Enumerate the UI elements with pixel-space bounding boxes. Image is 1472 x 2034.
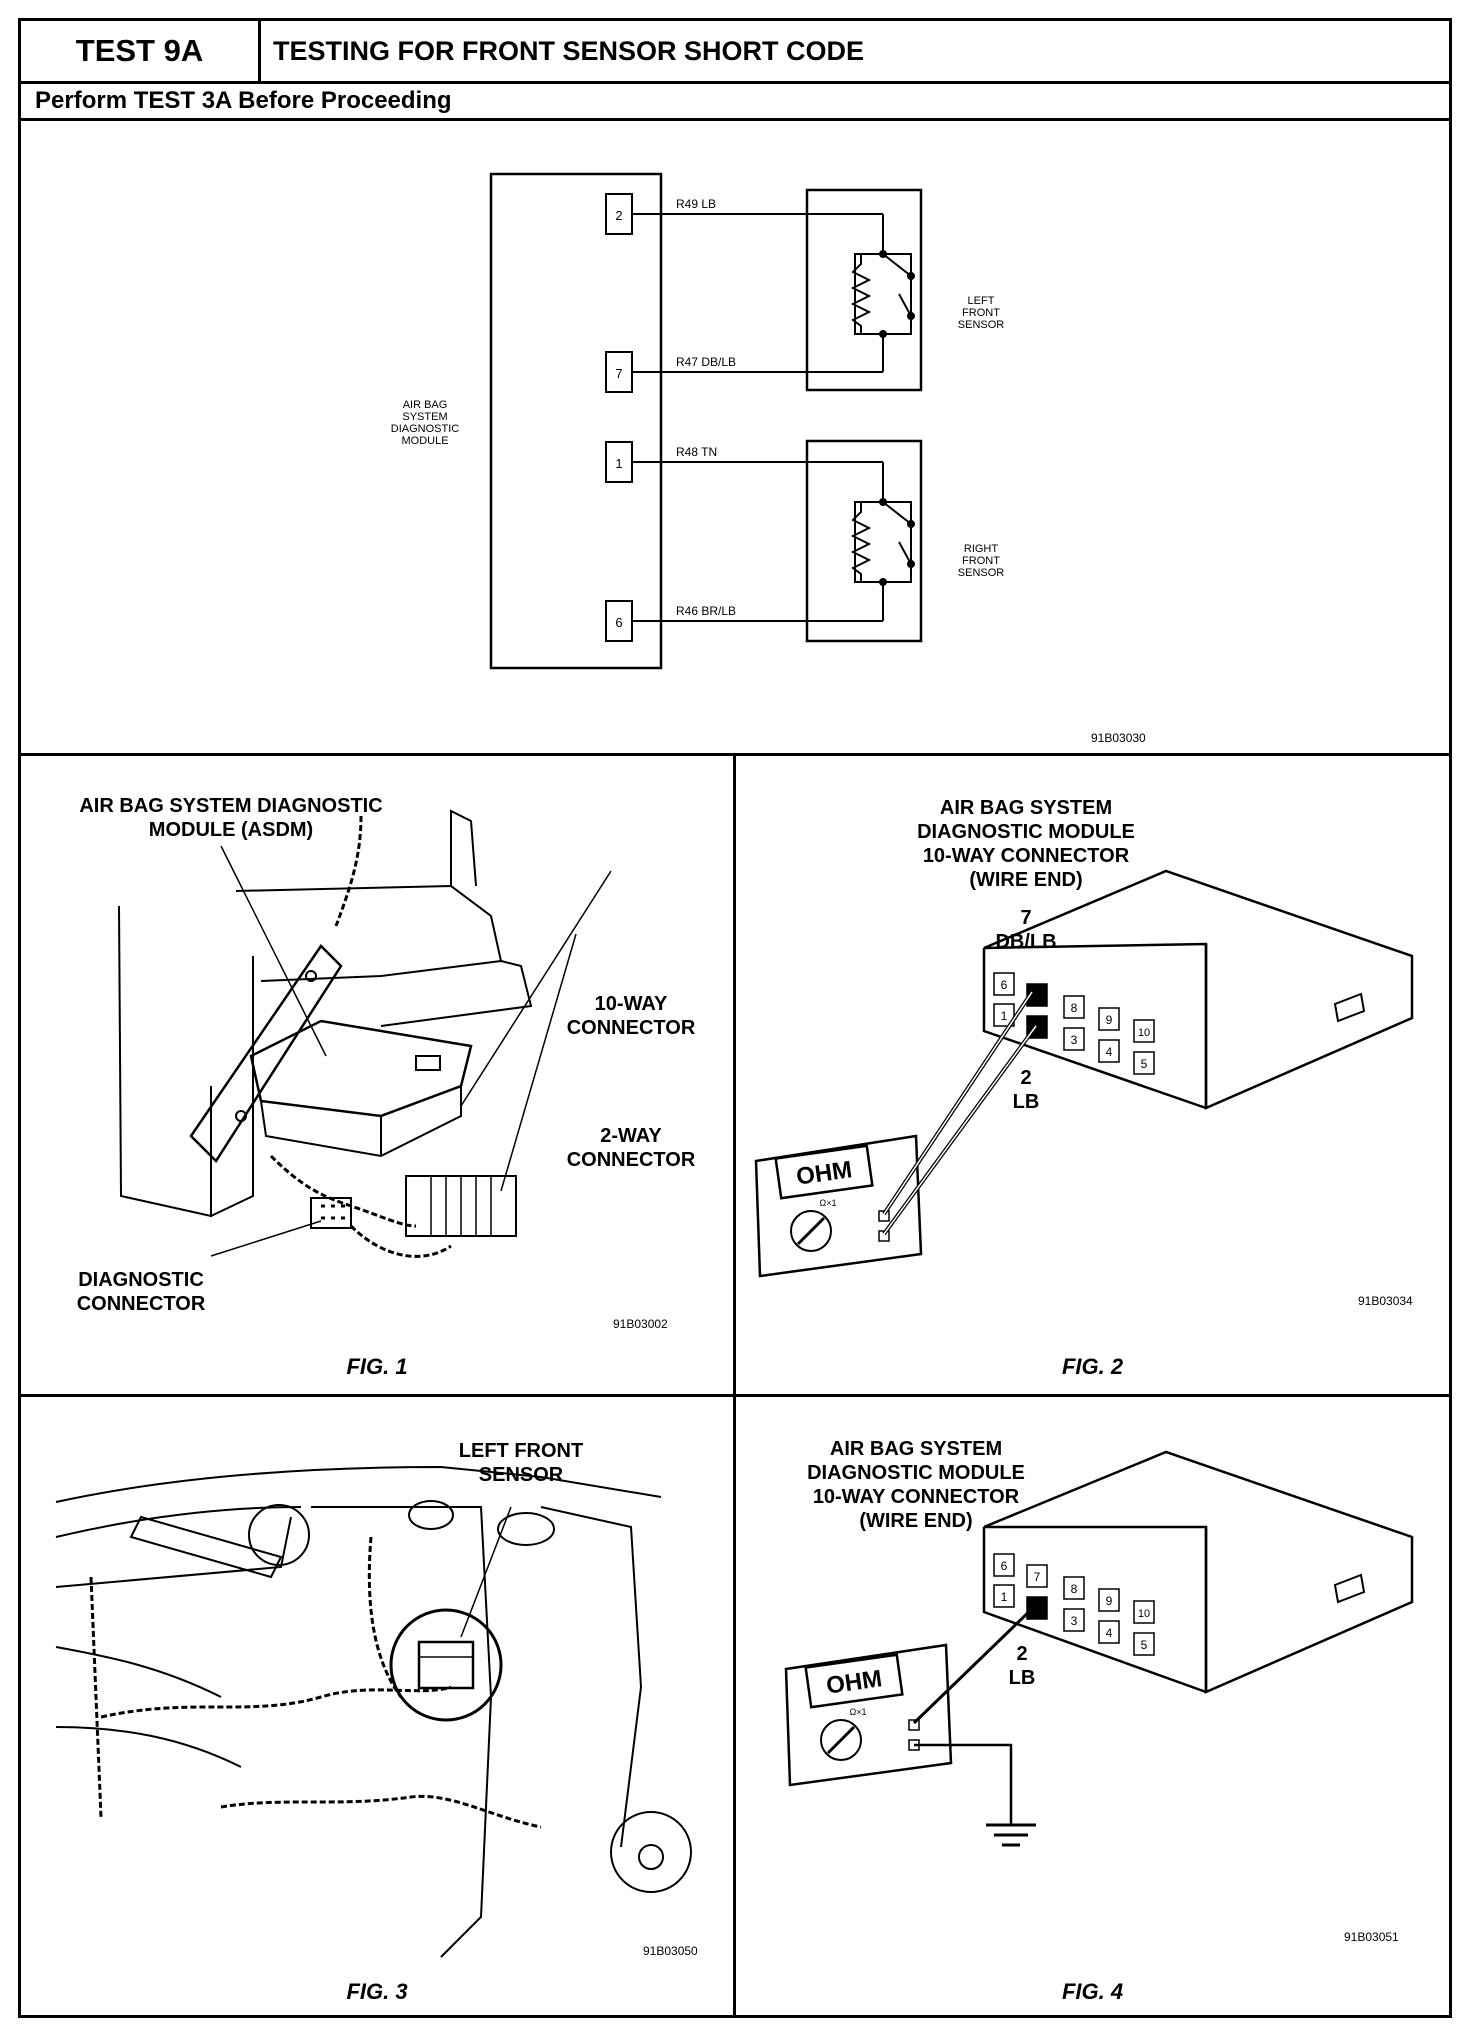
meter-display: OHM	[825, 1665, 884, 1700]
connector-pins: 6 1 8 3 9 4 10 5	[993, 972, 1155, 1075]
module-label: SYSTEM	[402, 411, 447, 423]
right-sensor-label: RIGHT	[964, 543, 999, 555]
pin-number: 4	[1106, 1045, 1113, 1059]
module-label: DIAGNOSTIC	[391, 423, 460, 435]
connector-pins: 6 1 7 8 3 9 4 10 5	[993, 1553, 1155, 1656]
right-sensor-label: FRONT	[962, 555, 1000, 567]
pin-number: 1	[615, 456, 622, 471]
pin-number: 1	[1001, 1590, 1008, 1604]
asdm-label: AIR BAG SYSTEM DIAGNOSTIC MODULE (ASDM)	[79, 795, 383, 841]
pin-number: 3	[1071, 1033, 1078, 1047]
pin-number: 9	[1106, 1013, 1113, 1027]
pin-number: 9	[1106, 1594, 1113, 1608]
left-front-sensor-label: LEFT FRONT SENSOR	[458, 1440, 584, 1486]
wiring-schematic: 2 7 1 6 R49 LB R47 DB/LB R48 TN R46 BR/L…	[21, 124, 1449, 753]
pin-2-label: 2 LB	[1012, 1067, 1040, 1113]
pin-number: 2	[615, 208, 622, 223]
pin-number: 10	[1138, 1027, 1150, 1039]
figure-code: 91B03050	[643, 1944, 698, 1958]
pin-number: 3	[1071, 1614, 1078, 1628]
meter-test-pins-2-7: 6 1 8 3 9 4 10 5 OHM Ω×1	[754, 869, 1414, 1278]
connector-title: AIR BAG SYSTEM DIAGNOSTIC MODULE 10-WAY …	[917, 797, 1135, 891]
divider	[733, 753, 736, 2015]
schematic-drawing: 2 7 1 6 R49 LB R47 DB/LB R48 TN R46 BR/L…	[391, 172, 1146, 745]
pin-number: 1	[1001, 1009, 1008, 1023]
subheader: Perform TEST 3A Before Proceeding	[21, 81, 1449, 121]
ten-way-connector-label: 10-WAY CONNECTOR	[566, 993, 696, 1039]
meter-range: Ω×1	[820, 1198, 837, 1208]
meter-range: Ω×1	[850, 1707, 867, 1717]
figure-code: 91B03034	[1358, 1294, 1413, 1308]
figure-caption: FIG. 1	[346, 1354, 408, 1379]
pin-number: 7	[615, 366, 622, 381]
test-id: TEST 9A	[21, 21, 261, 81]
module-label: AIR BAG	[403, 399, 448, 411]
pin-number: 10	[1138, 1608, 1150, 1620]
figure-code: 91B03030	[1091, 731, 1146, 745]
pin-number: 8	[1071, 1001, 1078, 1015]
figure-4: 6 1 7 8 3 9 4 10 5 OHM Ω×1	[736, 1397, 1449, 2015]
pin-7-label: 7 DB/LB	[995, 907, 1057, 953]
diagnostic-connector-label: DIAGNOSTIC CONNECTOR	[76, 1269, 206, 1315]
left-sensor-label: FRONT	[962, 307, 1000, 319]
pin-number: 8	[1071, 1582, 1078, 1596]
two-way-connector-label: 2-WAY CONNECTOR	[566, 1125, 696, 1171]
pin-number: 5	[1141, 1057, 1148, 1071]
wire-label: R46 BR/LB	[676, 604, 736, 618]
connector-title: AIR BAG SYSTEM DIAGNOSTIC MODULE 10-WAY …	[807, 1438, 1025, 1532]
wire-label: R47 DB/LB	[676, 355, 736, 369]
pin-number: 4	[1106, 1626, 1113, 1640]
figure-code: 91B03051	[1344, 1930, 1399, 1944]
meter-display: OHM	[795, 1156, 854, 1191]
figure-caption: FIG. 2	[1061, 1354, 1124, 1379]
module-label: MODULE	[401, 435, 448, 447]
pin-number: 5	[1141, 1638, 1148, 1652]
wire-label: R48 TN	[676, 445, 717, 459]
right-sensor-label: SENSOR	[958, 567, 1005, 579]
figure-caption: FIG. 3	[346, 1979, 408, 2004]
left-front-sensor-location	[55, 1465, 692, 1958]
pin-number: 6	[615, 615, 622, 630]
figure-3: LEFT FRONT SENSOR 91B03050 FIG. 3	[21, 1397, 733, 2015]
header-bar: TEST 9A TESTING FOR FRONT SENSOR SHORT C…	[21, 21, 1449, 84]
wire-label: R49 LB	[676, 197, 716, 211]
figure-1: AIR BAG SYSTEM DIAGNOSTIC MODULE (ASDM) …	[21, 756, 733, 1394]
pin-number: 6	[1001, 1559, 1008, 1573]
left-sensor-label: SENSOR	[958, 319, 1005, 331]
figure-caption: FIG. 4	[1061, 1979, 1124, 2004]
asdm-location-illustration	[118, 809, 612, 1258]
pin-2-label: 2 LB	[1008, 1643, 1036, 1689]
figure-code: 91B03002	[613, 1317, 668, 1331]
meter-test-pin-2-ground: 6 1 7 8 3 9 4 10 5 OHM Ω×1	[784, 1450, 1414, 1847]
service-manual-page: TEST 9A TESTING FOR FRONT SENSOR SHORT C…	[18, 18, 1452, 2018]
page-title: TESTING FOR FRONT SENSOR SHORT CODE	[273, 36, 865, 66]
pin-number: 6	[1001, 978, 1008, 992]
pin-number: 7	[1034, 1570, 1041, 1584]
figure-2: 6 1 8 3 9 4 10 5 OHM Ω×1	[736, 756, 1449, 1394]
left-sensor-label: LEFT	[968, 295, 995, 307]
